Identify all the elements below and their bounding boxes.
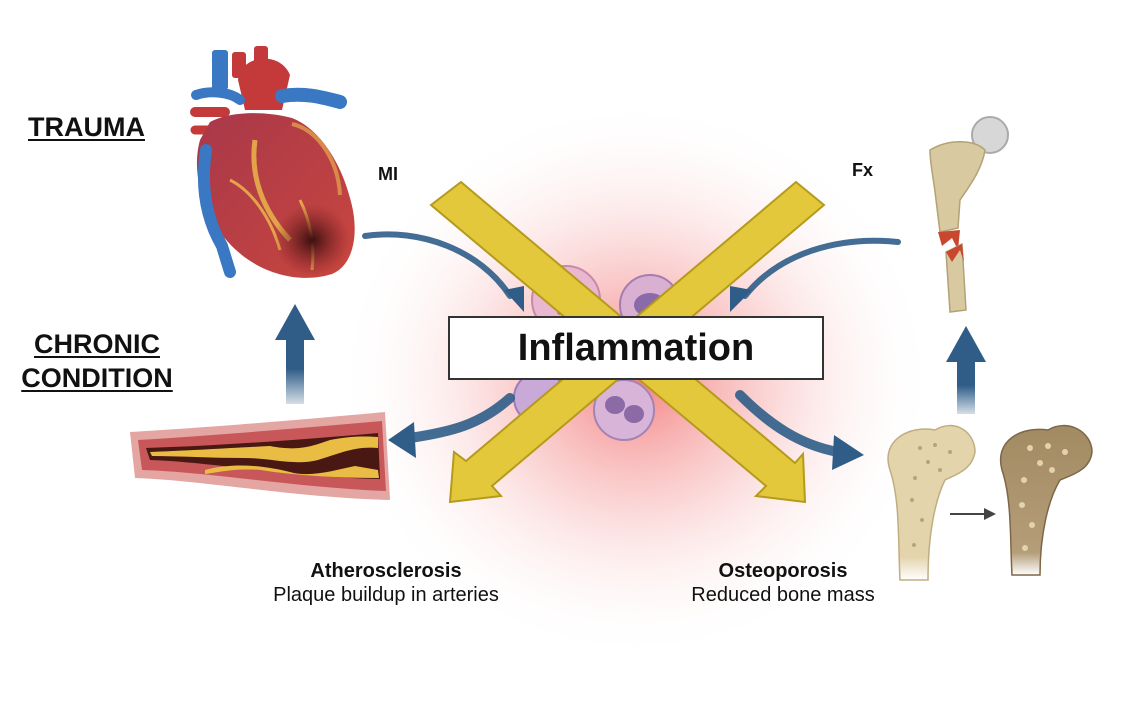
flow-arrow-to-atherosclerosis <box>405 393 515 443</box>
heart-icon <box>190 46 355 278</box>
osteoporotic-femur-icon <box>999 424 1093 576</box>
chronic-condition-heading: CHRONIC CONDITION <box>16 327 178 395</box>
osteoporosis-description: Reduced bone mass <box>691 584 875 606</box>
chronic-heading-line2: CONDITION <box>21 363 173 393</box>
broken-femur-icon <box>929 116 1009 313</box>
fx-label: Fx <box>852 160 874 180</box>
flow-arrowhead-atherosclerosis <box>388 422 416 458</box>
flow-arrow-mi-to-inflammation <box>362 231 513 299</box>
flow-arrowhead-fx <box>730 286 752 312</box>
inflammation-box: Inflammation <box>448 316 824 380</box>
atherosclerosis-title: Atherosclerosis <box>310 560 462 582</box>
femur-icon <box>887 424 976 581</box>
chronic-heading-line1: CHRONIC <box>34 329 160 359</box>
atherosclerosis-description: Plaque buildup in arteries <box>273 584 499 606</box>
flow-arrowhead-osteoporosis <box>832 435 864 470</box>
flow-arrow-fx-to-inflammation <box>742 237 901 299</box>
osteoporosis-title: Osteoporosis <box>718 560 848 582</box>
artery-plaque-icon <box>130 412 390 500</box>
mi-label: MI <box>378 164 398 184</box>
up-arrow-right <box>946 326 986 414</box>
trauma-heading: TRAUMA <box>28 112 145 142</box>
progression-arrow <box>950 508 996 520</box>
flow-arrowhead-mi <box>504 286 524 312</box>
inflammation-label: Inflammation <box>517 326 755 369</box>
flow-arrow-to-osteoporosis <box>735 390 843 457</box>
up-arrow-left <box>275 304 315 404</box>
flow-arrows <box>362 231 901 457</box>
